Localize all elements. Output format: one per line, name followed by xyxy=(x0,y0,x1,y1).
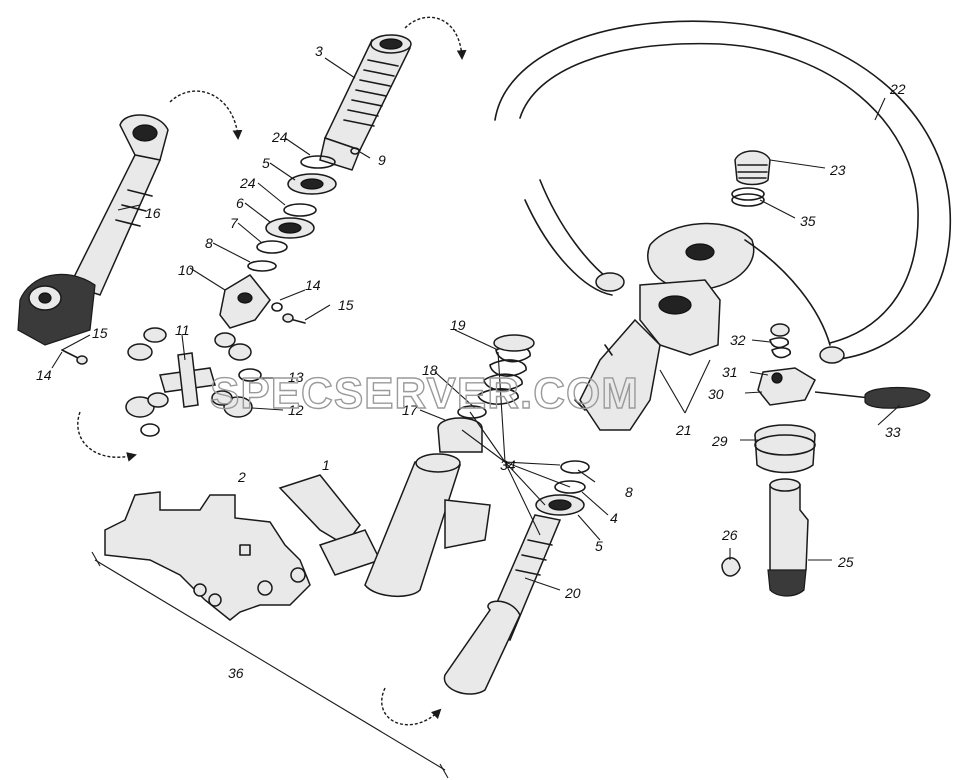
needle-caps xyxy=(125,368,262,437)
callout-14-left: 14 xyxy=(36,367,52,383)
key-26 xyxy=(721,557,741,577)
cardan-shaft xyxy=(17,114,169,346)
callout-34: 34 xyxy=(500,457,516,473)
callout-26: 26 xyxy=(721,527,738,543)
callout-13: 13 xyxy=(288,369,304,385)
assembly-arrow-top xyxy=(404,16,467,60)
joint-cross xyxy=(127,327,252,408)
assembly-arrow-cardan xyxy=(169,90,243,140)
callout-24-upper: 24 xyxy=(271,129,288,145)
nut-14-right xyxy=(271,302,283,312)
mounting-bracket xyxy=(104,491,311,621)
callout-5-upper: 5 xyxy=(262,155,270,171)
callout-21: 21 xyxy=(675,422,692,438)
callout-25: 25 xyxy=(837,554,854,570)
fork-10 xyxy=(219,274,271,329)
spring xyxy=(477,334,535,405)
callout-10: 10 xyxy=(178,262,194,278)
callout-22: 22 xyxy=(889,81,906,97)
callout-35: 35 xyxy=(800,213,816,229)
lower-shaft xyxy=(443,514,562,695)
callout-1: 1 xyxy=(322,457,330,473)
callout-7: 7 xyxy=(230,215,239,231)
bearing-6 xyxy=(265,217,315,239)
callout-30: 30 xyxy=(708,386,724,402)
bearing-5-upper xyxy=(287,173,337,195)
callout-6: 6 xyxy=(236,195,244,211)
callout-32: 32 xyxy=(730,332,746,348)
callout-labels: 3 9 24 5 24 6 7 8 10 14 15 16 15 14 11 1… xyxy=(36,43,906,681)
horn-button xyxy=(734,150,771,186)
washer-7 xyxy=(256,240,288,254)
spring-32 xyxy=(769,323,792,359)
callout-14-right: 14 xyxy=(305,277,321,293)
callout-31: 31 xyxy=(722,364,738,380)
ring-4 xyxy=(554,480,586,494)
bolt-15-left xyxy=(61,349,88,365)
bushing-29 xyxy=(754,424,816,474)
ring-8-upper xyxy=(247,260,277,272)
callout-12: 12 xyxy=(288,402,304,418)
sleeve xyxy=(437,417,483,453)
dimension-36 xyxy=(91,551,449,779)
callout-5-lower: 5 xyxy=(595,538,603,554)
callout-2: 2 xyxy=(237,469,246,485)
shaft-25 xyxy=(767,478,809,597)
callout-4: 4 xyxy=(610,510,618,526)
switch-bracket xyxy=(757,367,816,406)
ring-8-lower xyxy=(560,460,590,474)
snap-ring-24-lower xyxy=(283,203,317,217)
callout-23: 23 xyxy=(829,162,846,178)
horn-spring xyxy=(731,187,765,207)
callout-15-left: 15 xyxy=(92,325,108,341)
callout-24-lower: 24 xyxy=(239,175,256,191)
snap-ring-24-upper xyxy=(300,155,336,169)
callout-8-lower: 8 xyxy=(625,484,633,500)
bolt-15-right xyxy=(282,313,306,324)
steering-wheel xyxy=(494,20,952,364)
callout-8-upper: 8 xyxy=(205,235,213,251)
column-tube xyxy=(278,453,491,598)
leader-lines xyxy=(51,57,901,591)
callout-16: 16 xyxy=(145,205,161,221)
watermark: SPECSERVER.COM xyxy=(210,369,639,418)
column-bracket xyxy=(574,279,721,431)
callout-20: 20 xyxy=(564,585,581,601)
callout-19: 19 xyxy=(450,317,466,333)
callout-9: 9 xyxy=(378,152,386,168)
bearing-5-lower xyxy=(535,494,585,516)
assembly-arrow-bottom xyxy=(381,687,442,726)
splined-shaft xyxy=(319,34,412,171)
handle xyxy=(814,386,931,409)
callout-36: 36 xyxy=(228,665,244,681)
callout-11: 11 xyxy=(175,322,190,338)
callout-33: 33 xyxy=(885,424,901,440)
callout-29: 29 xyxy=(711,433,728,449)
assembly-arrow-joint xyxy=(77,411,137,462)
lock-9 xyxy=(350,147,360,155)
callout-17: 17 xyxy=(402,402,419,418)
callout-15-right: 15 xyxy=(338,297,354,313)
callout-3: 3 xyxy=(315,43,323,59)
callout-18: 18 xyxy=(422,362,438,378)
